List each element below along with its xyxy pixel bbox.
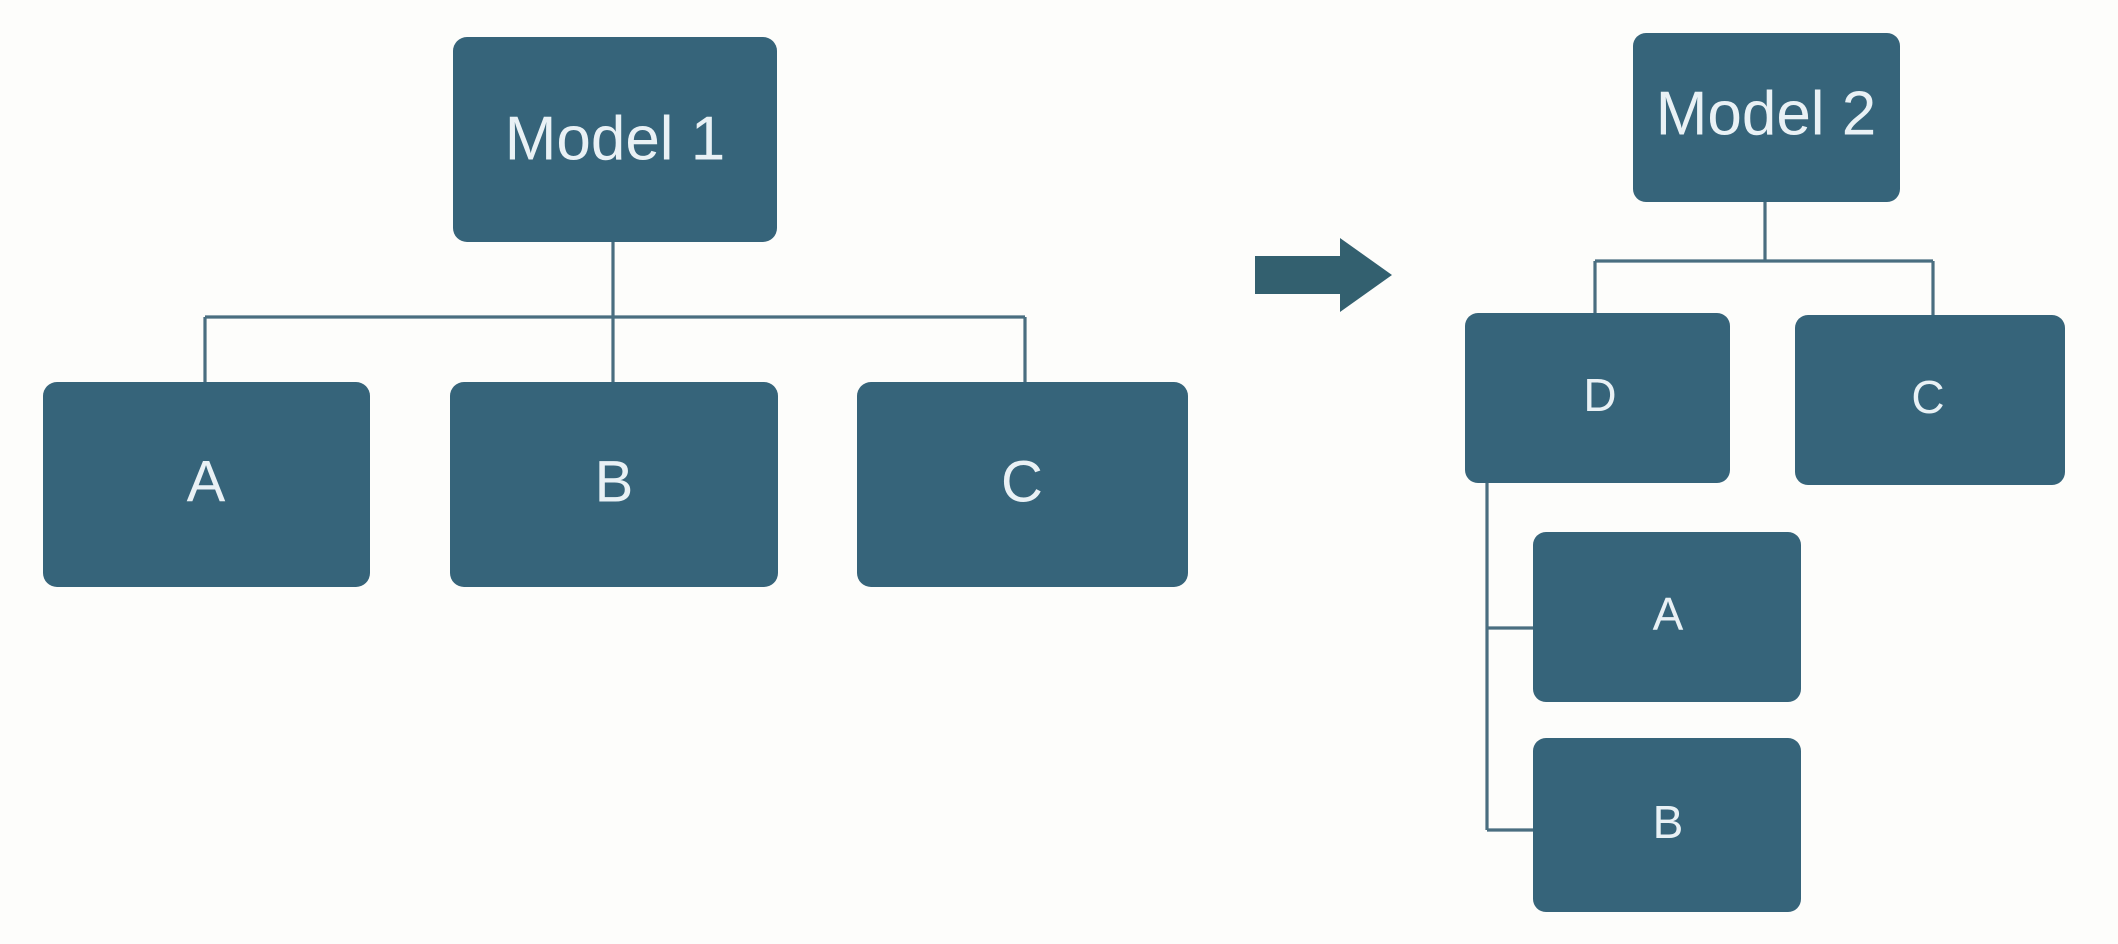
node-left-c-rect[interactable] bbox=[857, 382, 1188, 587]
node-right-d-label: D bbox=[1583, 369, 1616, 421]
left-tree-group: Model 1 A B C bbox=[43, 37, 1188, 587]
right-tree-group: Model 2 D C A B bbox=[1465, 33, 2065, 912]
node-model-1-rect[interactable] bbox=[453, 37, 777, 242]
node-left-b-rect[interactable] bbox=[450, 382, 778, 587]
node-model-1[interactable]: Model 1 bbox=[453, 37, 777, 242]
node-model-2[interactable]: Model 2 bbox=[1633, 33, 1900, 202]
node-left-b[interactable]: B bbox=[450, 382, 778, 587]
node-right-b[interactable]: B bbox=[1533, 738, 1801, 912]
node-left-a[interactable]: A bbox=[43, 382, 370, 587]
node-right-b-label: B bbox=[1653, 796, 1684, 848]
node-model-1-label: Model 1 bbox=[505, 104, 726, 173]
node-right-a-label: A bbox=[1653, 588, 1684, 640]
node-right-a[interactable]: A bbox=[1533, 532, 1801, 702]
node-right-c-label: C bbox=[1911, 371, 1944, 423]
node-right-c-rect[interactable] bbox=[1795, 315, 2065, 485]
node-model-2-label: Model 2 bbox=[1656, 79, 1877, 148]
node-right-b-rect[interactable] bbox=[1533, 738, 1801, 912]
transition-arrow bbox=[1255, 238, 1392, 312]
node-model-2-rect[interactable] bbox=[1633, 33, 1900, 202]
node-right-d[interactable]: D bbox=[1465, 313, 1730, 483]
node-left-a-rect[interactable] bbox=[43, 382, 370, 587]
node-left-c-label: C bbox=[1001, 449, 1043, 514]
node-right-c[interactable]: C bbox=[1795, 315, 2065, 485]
node-left-c[interactable]: C bbox=[857, 382, 1188, 587]
node-left-a-label: A bbox=[187, 449, 226, 514]
node-right-d-rect[interactable] bbox=[1465, 313, 1730, 483]
right-arrow-icon bbox=[1255, 238, 1392, 312]
node-right-a-rect[interactable] bbox=[1533, 532, 1801, 702]
node-left-b-label: B bbox=[595, 449, 634, 514]
